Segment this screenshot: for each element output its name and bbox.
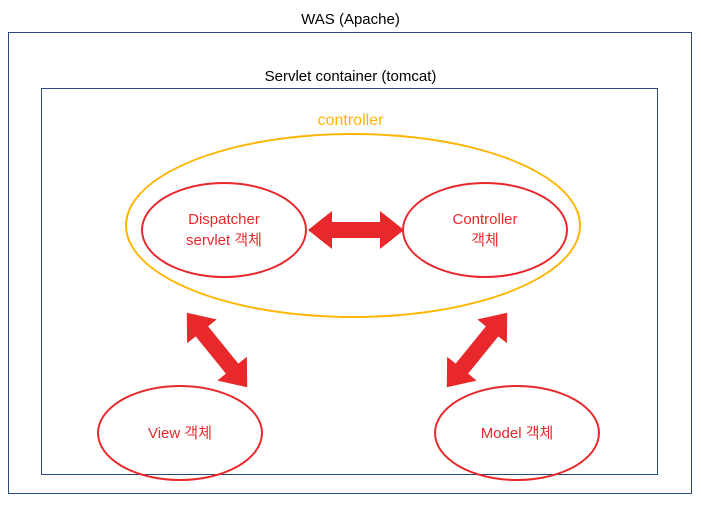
- arrow-dispatcher-view: [186, 312, 248, 388]
- node-model-object: Model 객체: [434, 385, 600, 481]
- node-view-object: View 객체: [97, 385, 263, 481]
- controller-group-ellipse: [125, 133, 581, 318]
- arrow-dispatcher-controller: [308, 211, 404, 249]
- was-title: WAS (Apache): [301, 11, 400, 28]
- node-view-object-label: View 객체: [147, 424, 212, 442]
- node-model-object-label: Model 객체: [480, 424, 554, 442]
- servlet-container-box: [41, 88, 658, 475]
- arrow-controller-model: [446, 312, 508, 388]
- servlet-container-title: Servlet container (tomcat): [264, 68, 437, 85]
- was-container-box: [8, 32, 692, 494]
- controller-group-label: controller: [317, 112, 384, 129]
